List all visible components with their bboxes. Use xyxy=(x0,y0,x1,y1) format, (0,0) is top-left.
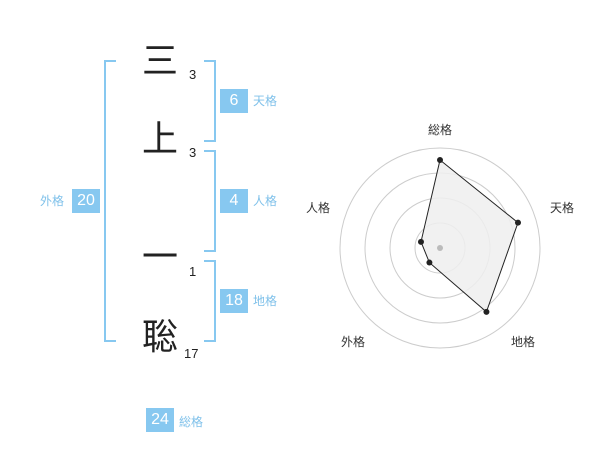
radar-axis-label-soukaku: 総格 xyxy=(428,122,452,137)
radar-center-dot xyxy=(437,245,443,251)
chikaku-bracket xyxy=(204,260,216,342)
stroke-count-4: 17 xyxy=(184,346,199,361)
gaikaku-value: 20 xyxy=(72,189,100,213)
radar-axis-label-tenkaku: 天格 xyxy=(550,200,574,215)
stroke-count-1: 3 xyxy=(189,67,197,82)
radar-points xyxy=(417,157,521,315)
radar-axis-label-chikaku: 地格 xyxy=(511,334,535,349)
stroke-count-2: 3 xyxy=(189,145,197,160)
name-char-4: 聡 xyxy=(141,317,178,358)
name-char-1: 三 xyxy=(141,41,178,82)
tenkaku-value: 6 xyxy=(220,89,248,113)
name-char-2: 上 xyxy=(141,119,178,160)
radar-point-5 xyxy=(417,238,424,245)
radar-ring xyxy=(339,147,541,349)
stroke-count-3: 1 xyxy=(189,264,197,279)
radar-axis-label-jinkaku: 人格 xyxy=(306,200,330,215)
radar-chart: 総格 天格 地格 外格 人格 xyxy=(306,122,574,349)
jinkaku-bracket xyxy=(204,150,216,252)
tenkaku-bracket xyxy=(204,60,216,142)
radar-point-2 xyxy=(514,219,521,226)
radar-point-3 xyxy=(483,308,490,315)
chikaku-value: 18 xyxy=(220,289,248,313)
radar-polygon xyxy=(420,159,519,313)
jinkaku-label: 人格 xyxy=(253,194,278,208)
radar-point-4 xyxy=(426,259,433,266)
gaikaku-bracket xyxy=(104,60,116,342)
soukaku-label: 総格 xyxy=(179,415,204,429)
soukaku-value: 24 xyxy=(146,408,174,432)
tenkaku-label: 天格 xyxy=(253,94,278,108)
jinkaku-value: 4 xyxy=(220,189,248,213)
name-char-3: 一 xyxy=(141,237,178,278)
radar-axis-label-gaikaku: 外格 xyxy=(341,334,365,349)
gaikaku-label: 外格 xyxy=(40,194,65,208)
radar-point-1 xyxy=(437,157,443,163)
chikaku-label: 地格 xyxy=(253,294,278,308)
